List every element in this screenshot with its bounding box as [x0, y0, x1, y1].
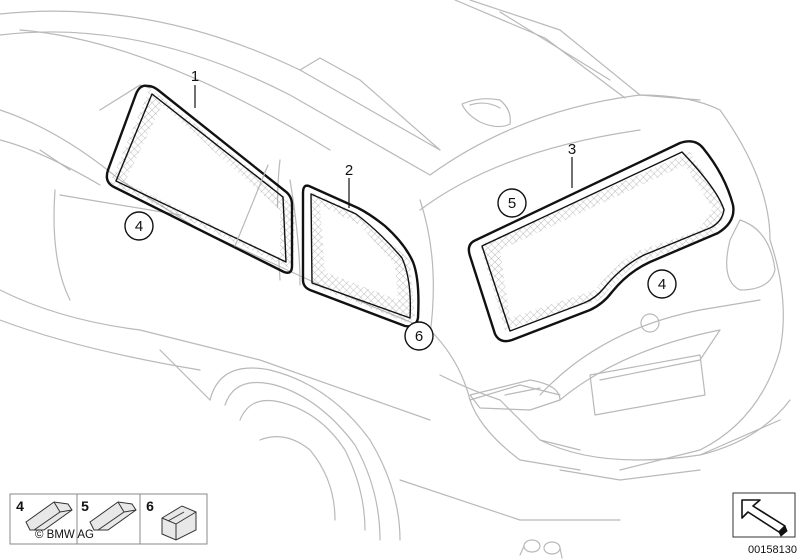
callout-1: 1 [191, 68, 199, 85]
legend-item-6-number: 6 [146, 498, 154, 514]
reference-number: 00158130 [748, 544, 797, 556]
callout-3: 3 [568, 141, 576, 158]
callout-4-left: 4 [124, 211, 154, 241]
rear-window-seal-3 [467, 140, 735, 343]
quarter-window-seal-2 [301, 184, 420, 328]
legend-item-6: 6 [146, 498, 197, 541]
callout-1-label: 1 [191, 68, 199, 85]
callout-2: 2 [345, 162, 353, 179]
callout-2-label: 2 [345, 162, 353, 179]
legend-item-4-number: 4 [16, 498, 24, 514]
side-window-seal-1 [105, 84, 295, 274]
direction-arrow-icon [732, 492, 796, 538]
callout-4-left-label: 4 [135, 218, 143, 235]
legend-item-5-number: 5 [81, 498, 89, 514]
callout-6: 6 [404, 321, 434, 351]
callout-4-right-label: 4 [658, 276, 666, 293]
copyright-label: © BMW AG [35, 529, 94, 541]
callout-5-label: 5 [508, 195, 516, 212]
callout-6-label: 6 [415, 328, 423, 345]
legend-item-5: 5 [81, 498, 137, 531]
callout-3-label: 3 [568, 141, 576, 158]
callout-4-right: 4 [647, 269, 677, 299]
parts-legend: 4 5 6 © BMW AG [9, 493, 208, 545]
leader-lines [194, 85, 573, 208]
legend-item-4: 4 [16, 498, 73, 531]
callout-5: 5 [497, 188, 527, 218]
